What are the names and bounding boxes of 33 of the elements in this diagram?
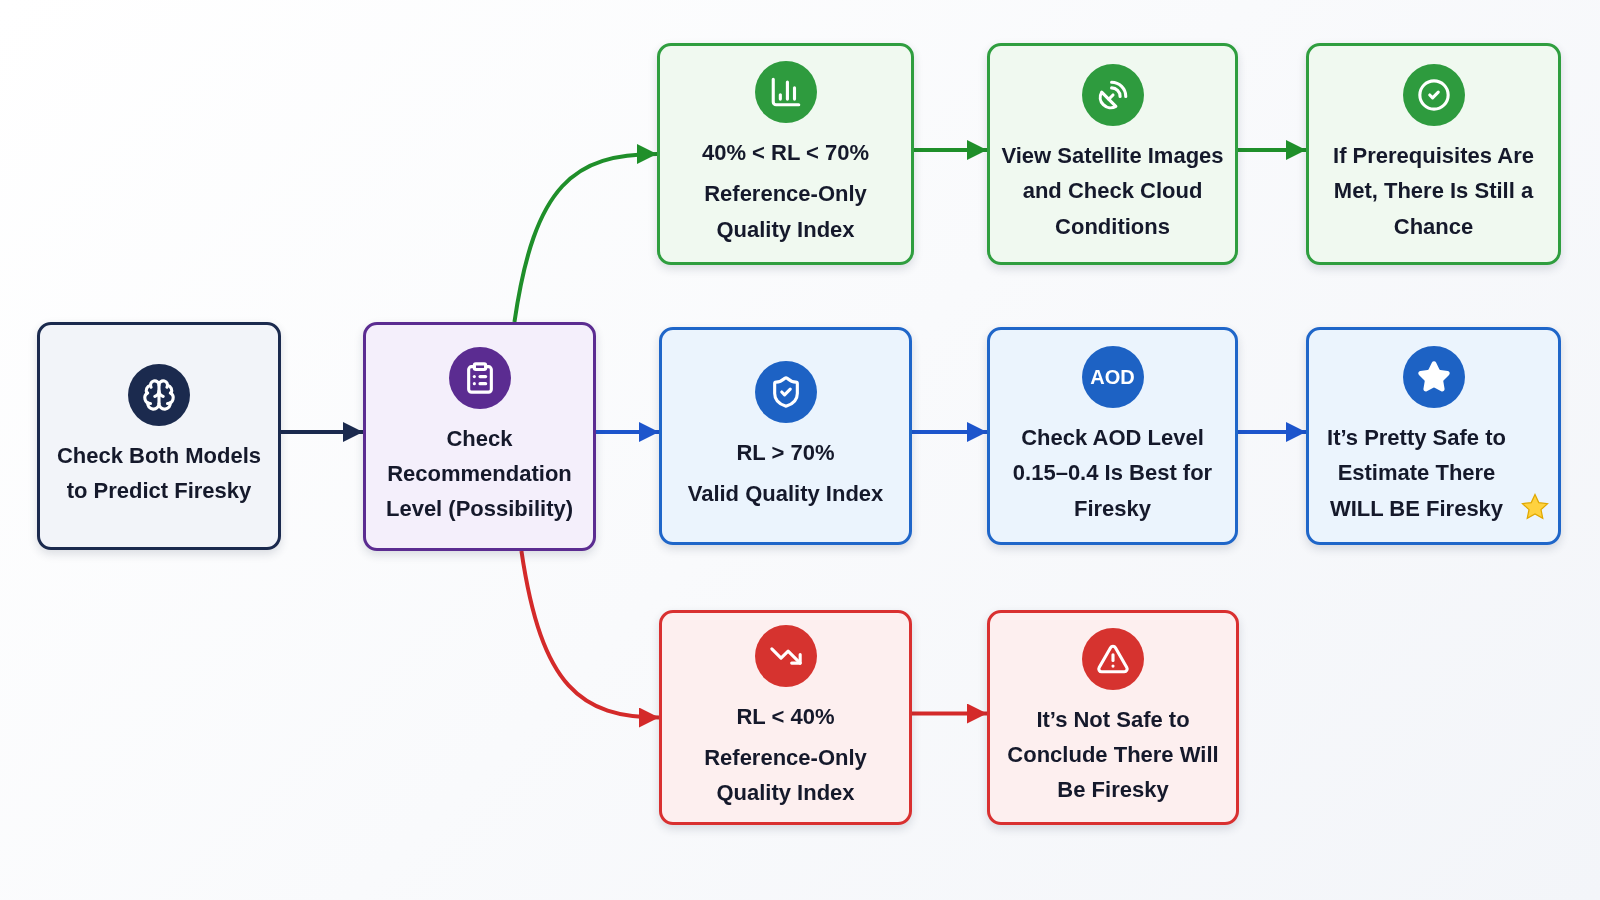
- node-text: RL < 40%: [736, 702, 835, 731]
- arrow: [1238, 422, 1306, 442]
- arrow: [912, 703, 987, 724]
- process-box: [659, 610, 912, 825]
- node-text: Reference-Only Quality Index: [703, 743, 868, 808]
- node-text: Valid Quality Index: [687, 480, 884, 508]
- arrow: [512, 144, 658, 323]
- node-text: RL > 70%: [736, 438, 835, 467]
- node-text: Check AOD Level 0.15–0.4 Is Best for Firesky: [1011, 424, 1214, 523]
- node-text: It’s Pretty Safe to Estimate There WILL BE Firesky: [1326, 424, 1507, 523]
- process-box: [1306, 43, 1561, 265]
- arrow: [281, 422, 363, 442]
- arrow: [914, 140, 987, 160]
- process-box: [659, 327, 912, 545]
- process-box: [987, 610, 1239, 825]
- process-box: [363, 322, 596, 551]
- node-text: If Prerequisites Are Met, There Is Still a Chance: [1332, 142, 1535, 241]
- node-text: Reference-Only Quality Index: [703, 180, 868, 244]
- node-text: 40% < RL < 70%: [701, 139, 870, 168]
- node-text: Check Both Models to Predict Firesky: [55, 441, 263, 505]
- process-box: [987, 43, 1238, 265]
- node-text: View Satellite Images and Check Cloud Conditions: [1000, 142, 1225, 241]
- arrow: [912, 422, 987, 442]
- arrow: [519, 550, 660, 727]
- process-box: [657, 43, 914, 265]
- node-text: It’s Not Safe to Conclude There Will Be Firesky: [1006, 705, 1220, 805]
- process-box: [987, 327, 1238, 545]
- process-box: [37, 322, 281, 550]
- arrow: [1238, 140, 1306, 160]
- arrow: [596, 422, 659, 442]
- process-box: [1306, 327, 1561, 545]
- node-text: Check Recommendation Level (Possibility): [384, 424, 575, 524]
- circle-badge: AOD: [1081, 346, 1144, 409]
